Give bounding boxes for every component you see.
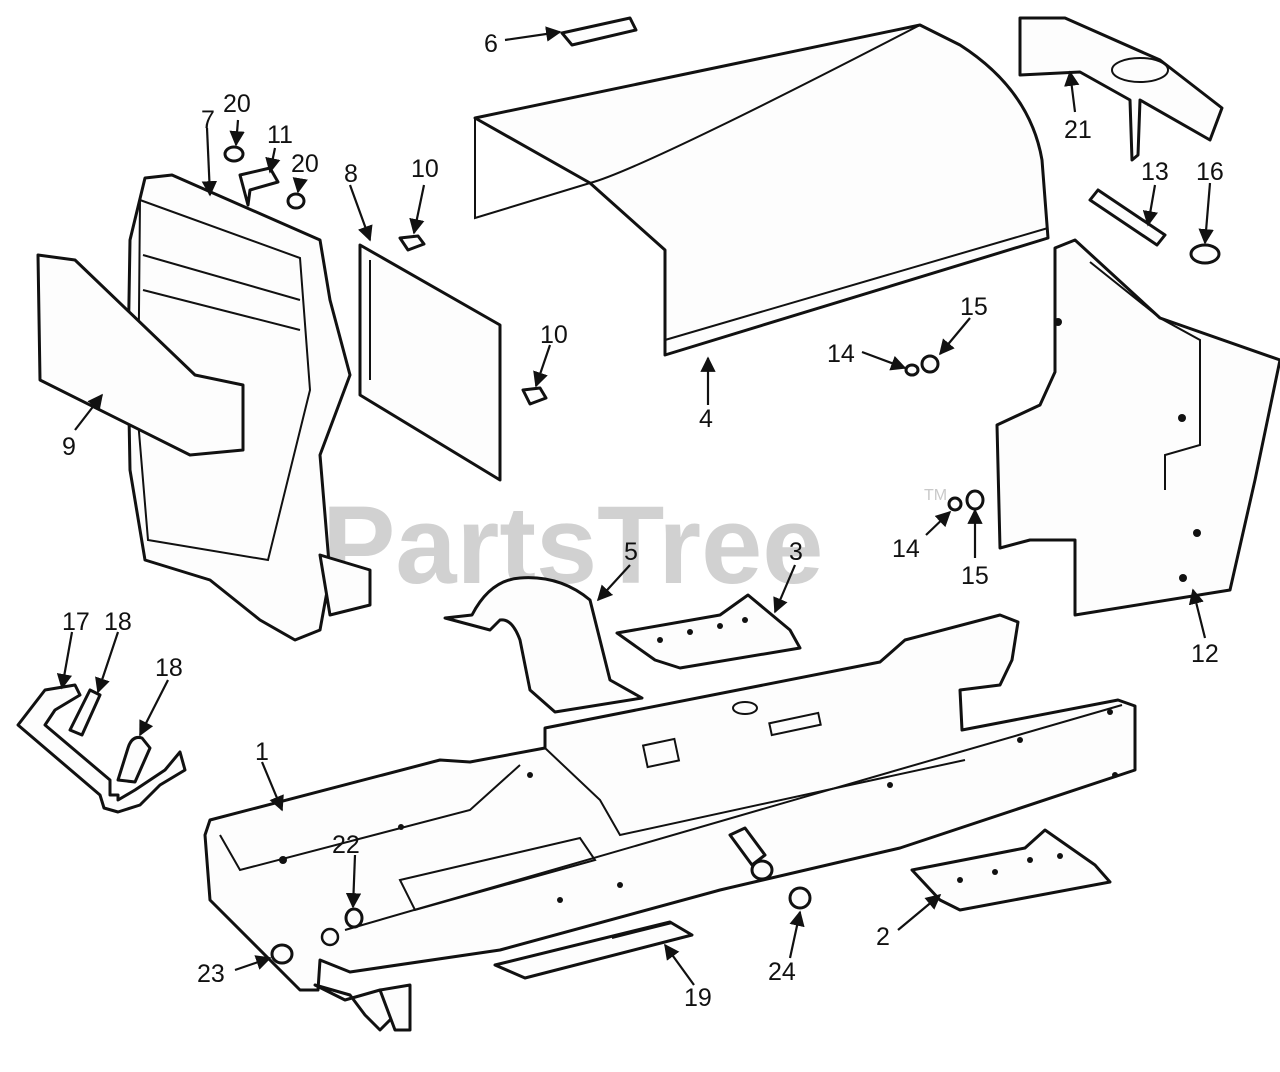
callout-16: 16 — [1196, 158, 1224, 186]
callout-14a: 14 — [827, 340, 855, 368]
callout-labels: 1 2 3 4 5 6 7 8 9 10 10 11 12 13 14 14 1… — [62, 30, 1224, 1012]
callout-18b: 18 — [155, 654, 183, 682]
callout-7: 7 — [201, 106, 215, 134]
callout-21: 21 — [1064, 116, 1092, 144]
part-main-frame[interactable] — [203, 613, 1137, 1032]
callout-14b: 14 — [892, 535, 920, 563]
callout-23: 23 — [197, 960, 225, 988]
part-nut-23[interactable] — [270, 943, 294, 965]
part-dash-panel[interactable] — [1018, 16, 1224, 162]
callout-2: 2 — [876, 923, 890, 951]
part-nut-22[interactable] — [344, 907, 364, 929]
part-clip[interactable] — [238, 166, 280, 207]
callout-20b: 20 — [291, 150, 319, 178]
callout-6: 6 — [484, 30, 498, 58]
watermark-brand: PartsTree — [322, 484, 823, 607]
part-bumper-a[interactable] — [223, 145, 245, 163]
part-skid-plate[interactable] — [493, 920, 694, 980]
part-rod[interactable] — [1088, 188, 1167, 247]
callout-22: 22 — [332, 831, 360, 859]
part-strap-a[interactable] — [68, 688, 102, 737]
callout-20a: 20 — [223, 90, 251, 118]
part-strap-b[interactable] — [116, 736, 152, 784]
part-bumper-b[interactable] — [286, 192, 306, 210]
part-fender-bracket[interactable] — [443, 576, 644, 714]
part-mounting-plate-a[interactable] — [615, 593, 802, 670]
callout-15a: 15 — [960, 293, 988, 321]
part-hood[interactable] — [473, 23, 1050, 357]
leader-lines — [56, 26, 1214, 986]
callout-15b: 15 — [961, 562, 989, 590]
callout-12: 12 — [1191, 640, 1219, 668]
part-spacer-a[interactable] — [920, 354, 940, 374]
callout-10a: 10 — [411, 155, 439, 183]
callout-9: 9 — [62, 433, 76, 461]
part-bolt-a[interactable] — [904, 363, 920, 377]
callout-1: 1 — [255, 738, 269, 766]
callout-11: 11 — [267, 121, 293, 149]
callout-10b: 10 — [540, 321, 568, 349]
part-mounting-plate-b[interactable] — [910, 828, 1112, 912]
part-grille-insert[interactable] — [36, 253, 245, 457]
part-spacer-24[interactable] — [788, 886, 812, 910]
part-bolt-b[interactable] — [947, 496, 963, 512]
part-grommet[interactable] — [1189, 243, 1221, 265]
callout-5: 5 — [624, 538, 638, 566]
callout-3: 3 — [789, 538, 803, 566]
watermark-trademark: TM — [924, 487, 947, 504]
part-push-fastener-a[interactable] — [398, 234, 426, 252]
callout-13: 13 — [1141, 158, 1169, 186]
part-screen[interactable] — [358, 243, 502, 482]
callout-8: 8 — [344, 160, 358, 188]
callout-24: 24 — [768, 958, 796, 986]
part-fitting[interactable] — [728, 826, 774, 881]
callout-19: 19 — [684, 984, 712, 1012]
part-emblem[interactable] — [560, 16, 638, 47]
part-push-fastener-b[interactable] — [521, 386, 548, 406]
part-spacer-b[interactable] — [965, 489, 985, 511]
callout-4: 4 — [699, 405, 713, 433]
callout-18a: 18 — [104, 608, 132, 636]
part-dash-tower[interactable] — [995, 238, 1280, 617]
part-hood-bracket[interactable] — [16, 683, 187, 814]
callout-17: 17 — [62, 608, 90, 636]
